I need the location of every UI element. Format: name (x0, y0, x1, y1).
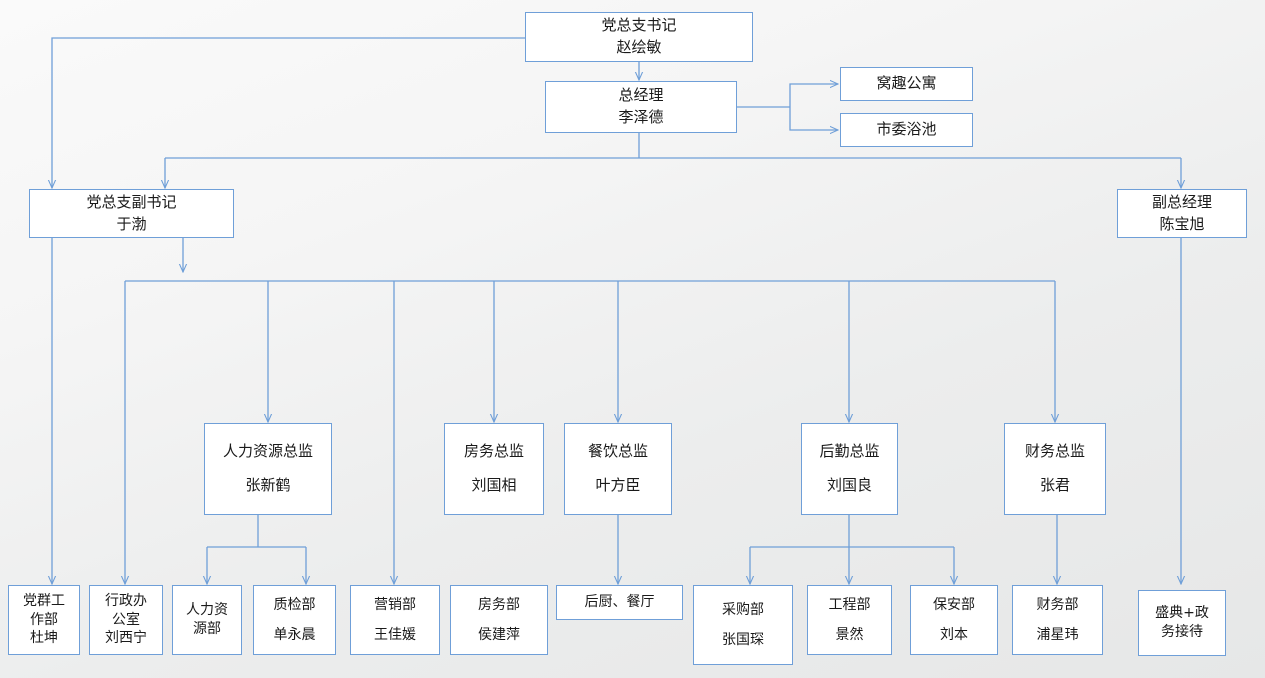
node-title: 党总支书记 (601, 16, 677, 35)
node-title: 后厨、餐厅 (584, 594, 655, 611)
node-person: 叶方臣 (595, 476, 641, 494)
node-qc-dept[interactable]: 质检部 单永晨 (253, 585, 336, 655)
node-title: 工程部 (828, 596, 871, 613)
node-admin-office[interactable]: 行政办 公室 刘西宁 (89, 585, 163, 655)
node-kitchen-restaurant[interactable]: 后厨、餐厅 (556, 585, 683, 620)
node-person: 张新鹤 (245, 476, 291, 494)
node-catering-director[interactable]: 餐饮总监 叶方臣 (564, 423, 672, 515)
node-party-deputy-secretary[interactable]: 党总支副书记 于渤 (29, 189, 234, 238)
node-title: 餐饮总监 (587, 442, 648, 461)
node-person: 于渤 (116, 214, 147, 233)
node-engineering-dept[interactable]: 工程部 景然 (807, 585, 892, 655)
node-city-bathhouse[interactable]: 市委浴池 (840, 113, 973, 147)
node-wo-qu-apartment[interactable]: 窝趣公寓 (840, 67, 973, 101)
node-person: 刘国良 (826, 476, 872, 494)
node-logistics-director[interactable]: 后勤总监 刘国良 (801, 423, 898, 515)
node-title: 行政办 公室 (105, 592, 147, 628)
node-security-dept[interactable]: 保安部 刘本 (910, 585, 998, 655)
node-person: 刘国相 (471, 476, 517, 494)
node-hr-dept[interactable]: 人力资 源部 (172, 585, 242, 655)
node-person: 张国琛 (722, 632, 764, 648)
node-party-mass-dept[interactable]: 党群工 作部 杜坤 (8, 585, 80, 655)
node-title: 质检部 (273, 596, 316, 613)
node-person: 王佳媛 (374, 627, 416, 643)
node-title: 财务部 (1036, 596, 1079, 613)
node-title: 党总支副书记 (86, 192, 177, 211)
node-title: 人力资源总监 (222, 442, 313, 461)
node-person: 陈宝旭 (1159, 214, 1205, 233)
node-hr-director[interactable]: 人力资源总监 张新鹤 (204, 423, 332, 515)
node-title: 党群工 作部 (23, 592, 65, 628)
node-person: 浦星玮 (1036, 627, 1079, 643)
node-person: 刘本 (940, 627, 968, 643)
node-rooms-dept[interactable]: 房务部 侯建萍 (450, 585, 548, 655)
node-general-manager[interactable]: 总经理 李泽德 (545, 81, 737, 133)
node-party-secretary[interactable]: 党总支书记 赵绘敏 (525, 12, 753, 62)
node-person: 张君 (1039, 476, 1070, 494)
node-person: 侯建萍 (478, 627, 520, 643)
node-marketing-dept[interactable]: 营销部 王佳媛 (350, 585, 440, 655)
node-title: 房务部 (478, 596, 520, 613)
node-person: 李泽德 (618, 108, 664, 126)
node-title: 人力资 源部 (186, 602, 228, 637)
node-person: 赵绘敏 (616, 38, 662, 56)
node-title: 营销部 (374, 596, 416, 613)
node-title: 盛典+政 务接待 (1155, 605, 1209, 640)
node-title: 副总经理 (1151, 192, 1212, 211)
node-title: 窝趣公寓 (876, 74, 937, 93)
node-ceremony-affairs[interactable]: 盛典+政 务接待 (1138, 590, 1226, 656)
node-person: 单永晨 (273, 627, 316, 643)
node-title: 后勤总监 (819, 442, 880, 461)
wire-bus-to-bathhouse (789, 107, 838, 130)
node-title: 总经理 (618, 86, 664, 105)
node-person: 刘西宁 (105, 630, 147, 647)
node-title: 房务总监 (463, 442, 524, 461)
wire-secretary-to-deputy (52, 37, 525, 188)
node-purchasing-dept[interactable]: 采购部 张国琛 (693, 585, 793, 665)
node-title: 保安部 (933, 596, 975, 613)
node-person: 景然 (835, 627, 864, 643)
node-finance-dept[interactable]: 财务部 浦星玮 (1012, 585, 1103, 655)
node-finance-director[interactable]: 财务总监 张君 (1004, 423, 1106, 515)
node-person: 杜坤 (30, 630, 58, 647)
node-title: 财务总监 (1024, 442, 1085, 461)
node-title: 采购部 (722, 601, 764, 618)
node-title: 市委浴池 (876, 120, 937, 139)
node-deputy-general-manager[interactable]: 副总经理 陈宝旭 (1117, 189, 1247, 238)
node-rooms-director[interactable]: 房务总监 刘国相 (444, 423, 544, 515)
wire-bus-to-apartment (789, 84, 838, 107)
